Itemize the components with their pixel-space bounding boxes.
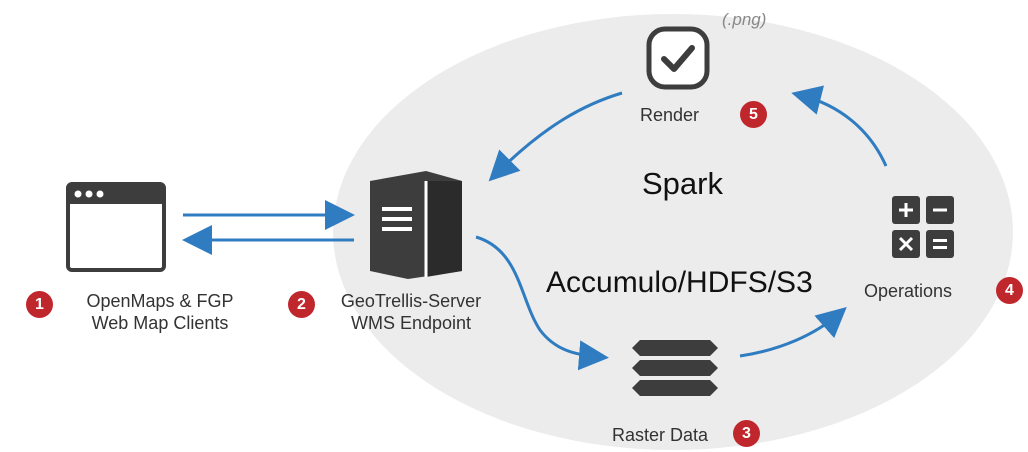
arrow-server-to-raster xyxy=(475,235,609,371)
client-label-line2: Web Map Clients xyxy=(91,313,229,333)
server-icon xyxy=(368,167,464,281)
client-step-badge: 1 xyxy=(26,291,53,318)
raster-label: Raster Data xyxy=(612,425,709,445)
operations-label: Operations xyxy=(864,281,953,301)
arrow-raster-to-operations xyxy=(739,307,847,358)
storage-label: Accumulo/HDFS/S3 xyxy=(546,266,813,299)
render-step-badge: 5 xyxy=(740,101,767,128)
server-label-line1: GeoTrellis-Server xyxy=(340,291,482,311)
server-label: GeoTrellis-Server WMS Endpoint xyxy=(316,290,506,334)
spark-label: Spark xyxy=(642,166,723,201)
render-label: Render xyxy=(640,105,700,125)
calculator-icon xyxy=(892,196,954,258)
server-label-line2: WMS Endpoint xyxy=(350,313,472,333)
format-note: (.png) xyxy=(722,10,767,29)
client-label-line1: OpenMaps & FGP xyxy=(86,291,234,311)
operations-step-badge: 4 xyxy=(996,277,1023,304)
check-icon xyxy=(646,26,710,90)
server-step-badge: 2 xyxy=(288,291,315,318)
browser-window-icon xyxy=(66,182,166,272)
arrow-render-to-server xyxy=(488,91,623,182)
arrow-operations-to-render xyxy=(791,85,888,167)
client-label: OpenMaps & FGP Web Map Clients xyxy=(50,290,270,334)
stack-icon xyxy=(632,336,718,400)
raster-step-badge: 3 xyxy=(733,420,760,447)
cloud-ellipse xyxy=(333,14,1013,450)
